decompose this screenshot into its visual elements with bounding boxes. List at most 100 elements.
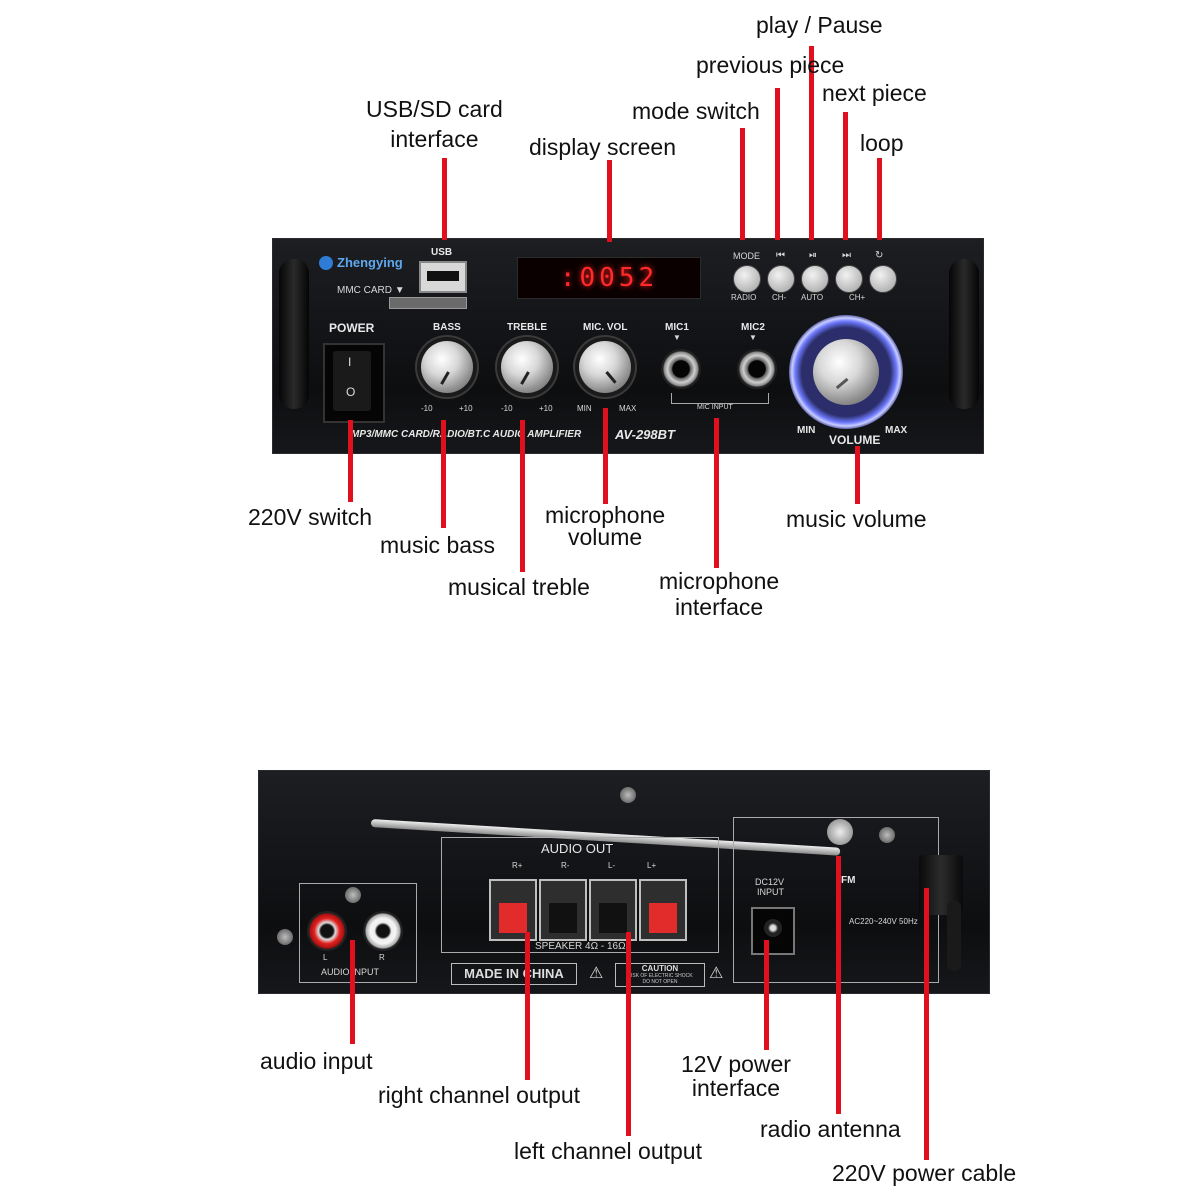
bass-label: BASS: [433, 322, 461, 333]
dc-label-line2: INPUT: [757, 887, 784, 897]
label-music-bass: music bass: [380, 532, 496, 558]
label-display-screen: display screen: [529, 134, 677, 160]
callout-line-previous: [775, 88, 780, 240]
caution-line1: RISK OF ELECTRIC SHOCK: [627, 973, 693, 979]
volume-label: VOLUME: [829, 433, 881, 447]
power-off-mark: O: [346, 385, 356, 399]
dc-12v-jack[interactable]: [751, 907, 795, 955]
mode-button[interactable]: [733, 265, 761, 293]
back-panel: FM L R AUDIO INPUT AUDIO OUT R+ R- L- L+…: [258, 770, 990, 994]
treble-scale-min: -10: [501, 404, 513, 413]
label-music-volume: music volume: [786, 506, 927, 532]
audio-input-box: [299, 883, 417, 983]
mic2-arrow-icon: ▼: [749, 333, 757, 342]
label-musical-treble: musical treble: [448, 574, 590, 600]
ch-plus-label: CH+: [849, 293, 866, 302]
bass-knob[interactable]: [421, 341, 473, 393]
callout-line-play-pause: [809, 46, 814, 240]
mic-input-label: MIC INPUT: [697, 404, 733, 411]
terminal-label-l-plus: L+: [647, 861, 657, 870]
ch-minus-label: CH-: [772, 293, 787, 302]
previous-button[interactable]: [767, 265, 795, 293]
brand-logo: Zhengying: [319, 255, 403, 270]
mic1-jack[interactable]: [661, 349, 701, 389]
label-mic-volume: microphone volume: [545, 502, 666, 550]
mic2-jack[interactable]: [737, 349, 777, 389]
model-number: AV-298BT: [615, 427, 675, 442]
callout-line-antenna: [836, 856, 841, 1114]
radio-label: RADIO: [731, 293, 757, 302]
audio-out-box: [441, 837, 719, 953]
terminal-label-l-minus: L-: [608, 861, 616, 870]
label-left-channel-output: left channel output: [514, 1138, 702, 1164]
mode-label: MODE: [733, 251, 760, 261]
loop-button[interactable]: [869, 265, 897, 293]
callout-line-usb: [442, 158, 447, 240]
mmc-card-label: MMC CARD ▼: [337, 285, 405, 296]
callout-line-bass: [441, 420, 446, 528]
bass-scale-min: -10: [421, 404, 433, 413]
terminal-label-r-plus: R+: [512, 861, 523, 870]
right-handle: [949, 259, 979, 409]
play-pause-icon: ⏯: [809, 250, 817, 261]
mic1-label: MIC1: [665, 322, 689, 333]
callout-line-next: [843, 112, 848, 240]
fm-label: FM: [841, 875, 856, 886]
power-label: POWER: [329, 321, 375, 335]
callout-line-audio-input: [350, 940, 355, 1044]
rca-right-jack[interactable]: [363, 911, 403, 951]
terminal-l-plus[interactable]: [639, 879, 687, 941]
label-next-piece: next piece: [822, 80, 927, 106]
label-mode-switch: mode switch: [632, 98, 760, 124]
callout-line-volume: [855, 446, 860, 504]
callout-line-mic-volume: [603, 408, 608, 504]
mic-vol-scale-min: MIN: [577, 404, 592, 413]
left-handle: [279, 259, 309, 409]
audio-out-label: AUDIO OUT: [541, 841, 614, 856]
next-button[interactable]: [835, 265, 863, 293]
label-mic-interface: microphone interface: [659, 568, 780, 620]
warning-triangle-icon-2: ⚠: [709, 965, 724, 982]
antenna-base: [827, 819, 853, 845]
label-loop: loop: [860, 130, 904, 156]
mic-vol-label: MIC. VOL: [583, 322, 628, 333]
prev-icon: ⏮: [776, 250, 785, 261]
speaker-impedance-label: SPEAKER 4Ω - 16Ω: [535, 941, 626, 952]
label-previous-piece: previous piece: [696, 52, 845, 78]
front-panel: Zhengying USB MMC CARD ▼ :0052 POWER I O…: [272, 238, 984, 454]
terminal-r-minus[interactable]: [539, 879, 587, 941]
bass-scale-max: +10: [459, 404, 473, 413]
treble-knob[interactable]: [501, 341, 553, 393]
top-screw: [620, 787, 636, 803]
label-usb-sd: USB/SD card interface: [366, 96, 503, 152]
play-pause-button[interactable]: [801, 265, 829, 293]
power-switch[interactable]: I O: [323, 343, 385, 423]
power-section-screw: [879, 827, 895, 843]
display-screen: :0052: [517, 257, 701, 299]
callout-line-power-cable: [924, 888, 929, 1160]
label-12v-power: 12V power interface: [681, 1051, 791, 1101]
dc-label-line1: DC12V: [755, 877, 785, 887]
mic2-label: MIC2: [741, 322, 765, 333]
label-220v-power-cable: 220V power cable: [832, 1160, 1017, 1186]
rca-left-jack[interactable]: [307, 911, 347, 951]
sd-card-slot[interactable]: [389, 297, 467, 309]
usb-port[interactable]: [419, 261, 467, 293]
mic-vol-knob[interactable]: [579, 341, 631, 393]
terminal-l-minus[interactable]: [589, 879, 637, 941]
auto-label: AUTO: [801, 293, 824, 302]
label-220v-switch: 220V switch: [248, 504, 373, 530]
callout-line-power-switch: [348, 420, 353, 502]
volume-knob[interactable]: [813, 339, 879, 405]
label-audio-input: audio input: [260, 1048, 373, 1074]
callout-line-12v: [764, 940, 769, 1050]
terminal-r-plus[interactable]: [489, 879, 537, 941]
label-right-channel-output: right channel output: [378, 1082, 581, 1108]
usb-label: USB: [431, 247, 453, 258]
callout-line-display: [607, 160, 612, 242]
terminal-label-r-minus: R-: [561, 861, 570, 870]
callout-line-right-channel: [525, 932, 530, 1080]
rca-l-label: L: [323, 953, 328, 962]
volume-max-label: MAX: [885, 425, 908, 436]
label-radio-antenna: radio antenna: [760, 1116, 901, 1142]
